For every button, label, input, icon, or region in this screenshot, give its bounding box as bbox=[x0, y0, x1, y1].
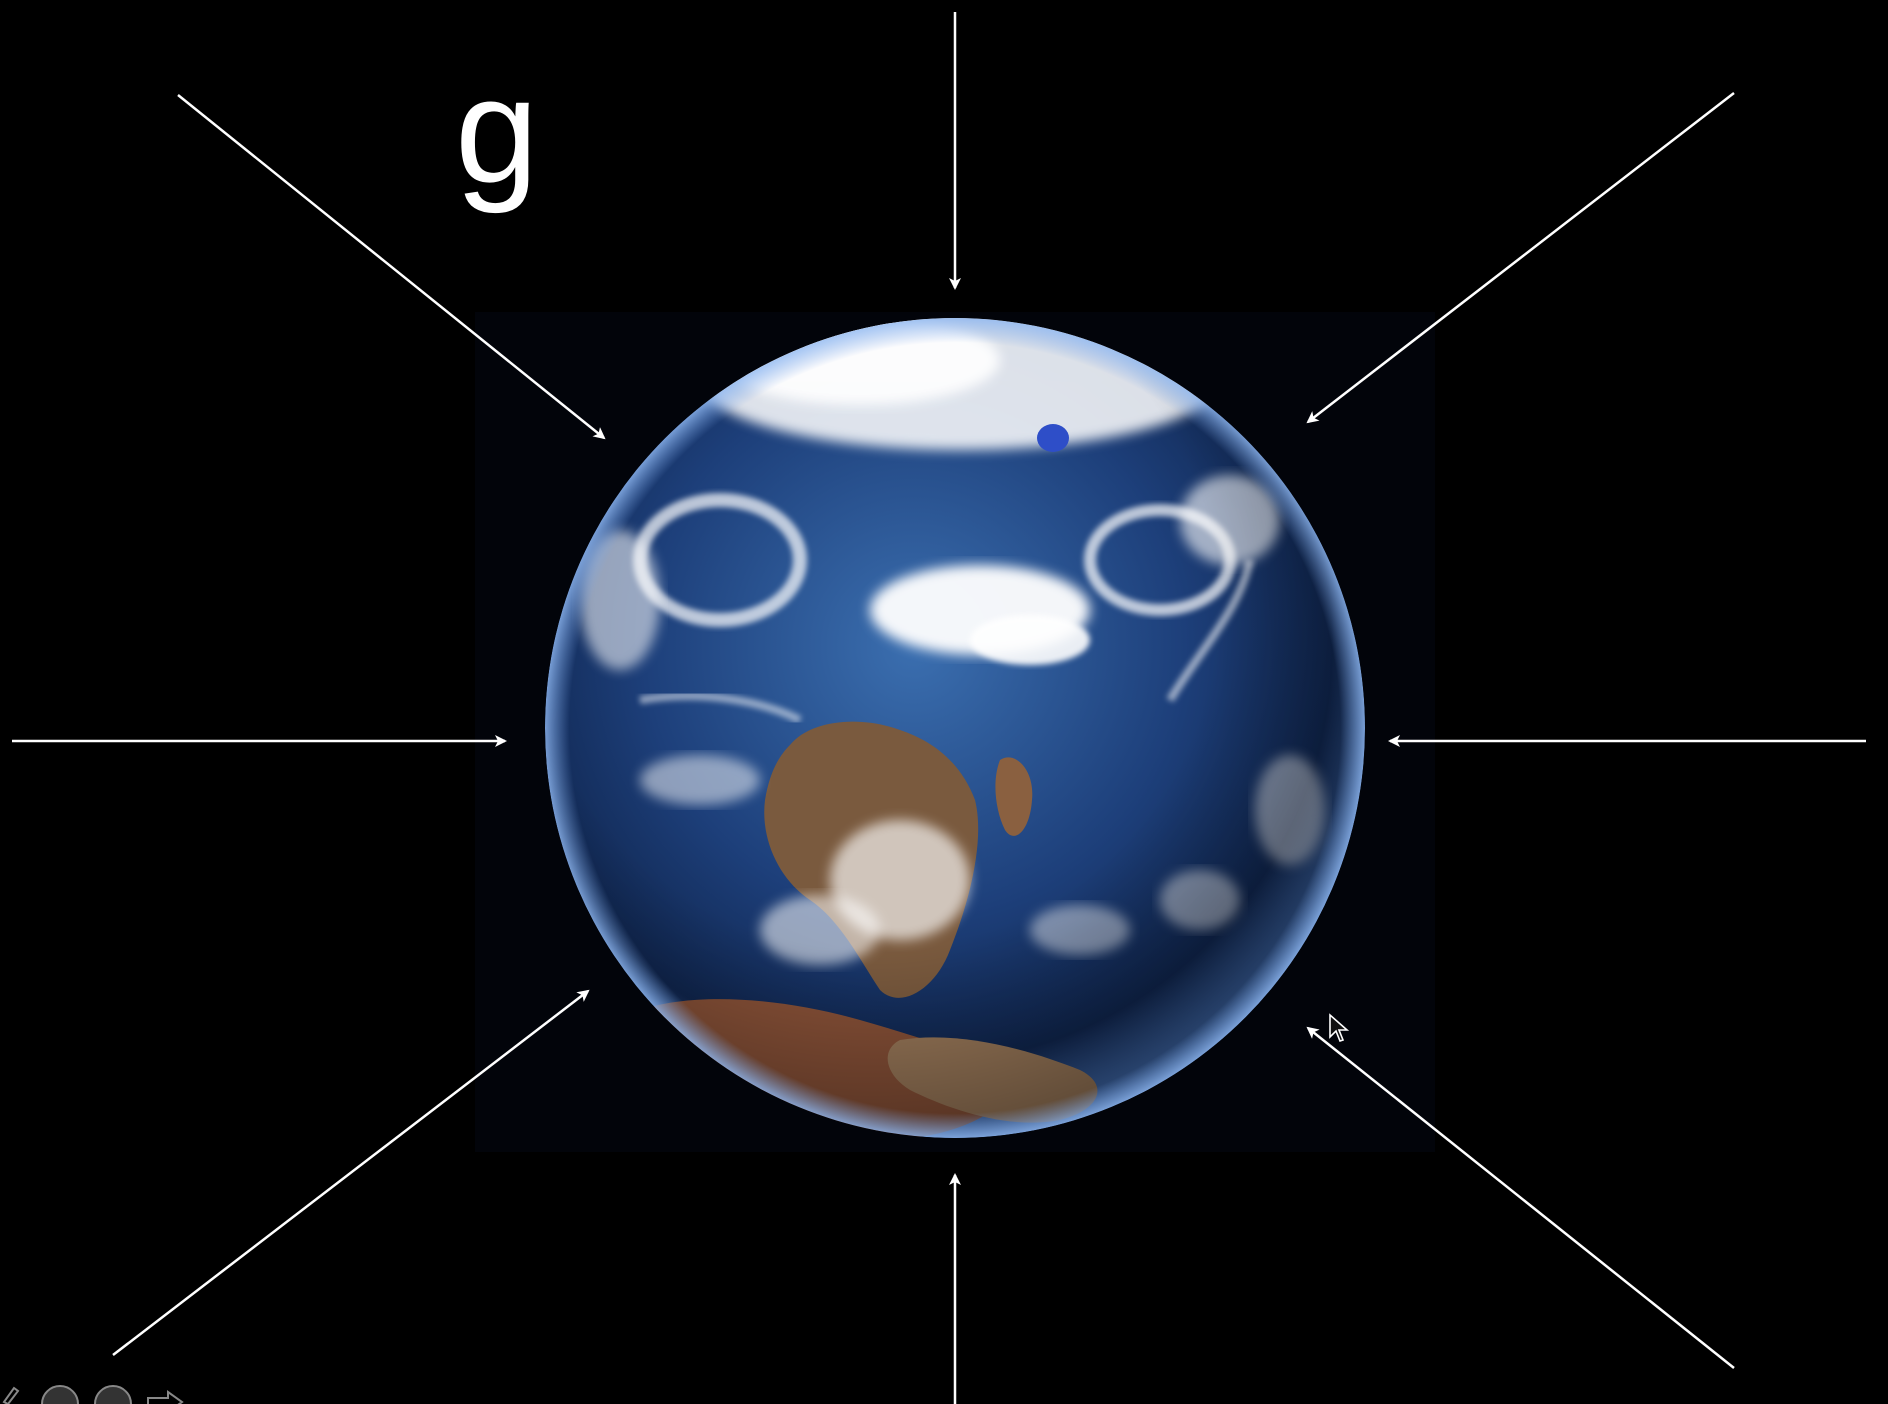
circle-icon[interactable] bbox=[94, 1385, 132, 1404]
arrow-bottom-left bbox=[112, 989, 590, 1356]
circle-icon[interactable] bbox=[41, 1385, 79, 1404]
presentation-toolbar[interactable] bbox=[0, 1382, 200, 1404]
pen-icon[interactable] bbox=[2, 1386, 20, 1404]
arrow-top-right bbox=[1306, 92, 1735, 424]
gravity-symbol: g bbox=[455, 46, 539, 214]
gravity-arrows bbox=[12, 12, 1866, 1404]
earth-globe bbox=[545, 318, 1365, 1138]
arrow-bottom-right bbox=[1306, 1026, 1735, 1369]
arrow-right-icon[interactable] bbox=[147, 1390, 184, 1404]
mouse-pointer-icon bbox=[1329, 1013, 1350, 1042]
arrow-top-left bbox=[177, 94, 606, 440]
